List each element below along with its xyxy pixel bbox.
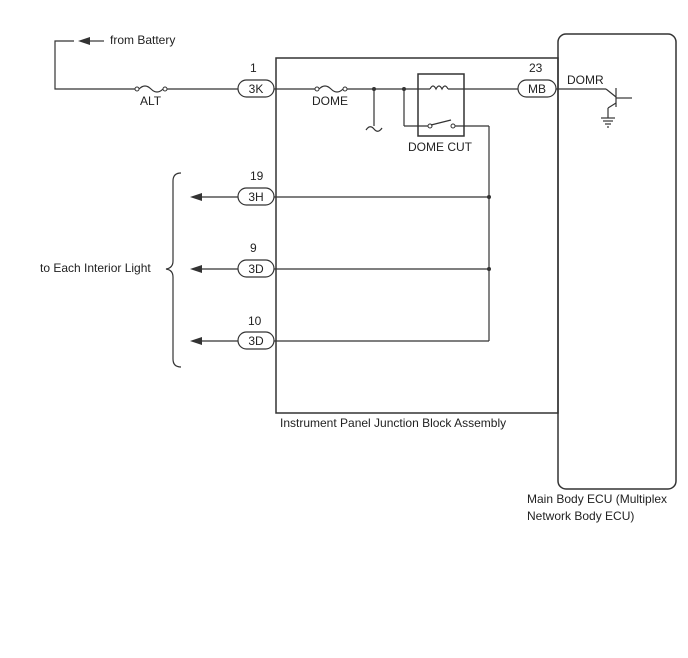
alt-fuse-label: ALT (140, 94, 162, 108)
ground-icon (601, 117, 615, 128)
dome-fuse (314, 85, 348, 93)
dome-cut-label: DOME CUT (408, 140, 473, 154)
connector-3d-a-label: 3D (248, 262, 264, 276)
battery-feed-wire (54, 40, 137, 90)
alt-fuse (134, 85, 168, 93)
transistor-symbol (605, 88, 632, 118)
ecu-label-line1: Main Body ECU (Multiplex (527, 492, 667, 506)
output-arrow-3d-b (190, 337, 202, 345)
connector-3d-b-label: 3D (248, 334, 264, 348)
ecu-label-line2: Network Body ECU) (527, 509, 634, 523)
from-battery-label: from Battery (110, 33, 175, 47)
junction-block-box (275, 57, 559, 414)
relay-switch (427, 119, 456, 129)
relay-coil (429, 85, 449, 91)
pin-number-19: 19 (250, 169, 264, 183)
output-arrow-3h (190, 193, 202, 201)
interior-light-brace (165, 172, 182, 368)
pin-number-23: 23 (529, 61, 543, 75)
domr-label: DOMR (567, 73, 604, 87)
junction-block-label: Instrument Panel Junction Block Assembly (280, 416, 506, 430)
pin-number-1: 1 (250, 61, 257, 75)
ecu-box (557, 33, 677, 490)
interior-light-label: to Each Interior Light (40, 261, 151, 275)
pin-number-10: 10 (248, 314, 262, 328)
dome-fuse-label: DOME (312, 94, 348, 108)
from-battery-arrow (78, 37, 90, 45)
connector-3h-label: 3H (248, 190, 263, 204)
wire-break-symbol (365, 126, 383, 132)
connector-mb-label: MB (528, 82, 546, 96)
output-arrow-3d-a (190, 265, 202, 273)
connector-3k-label: 3K (249, 82, 264, 96)
pin-number-9: 9 (250, 241, 257, 255)
dome-cut-relay (417, 73, 465, 137)
